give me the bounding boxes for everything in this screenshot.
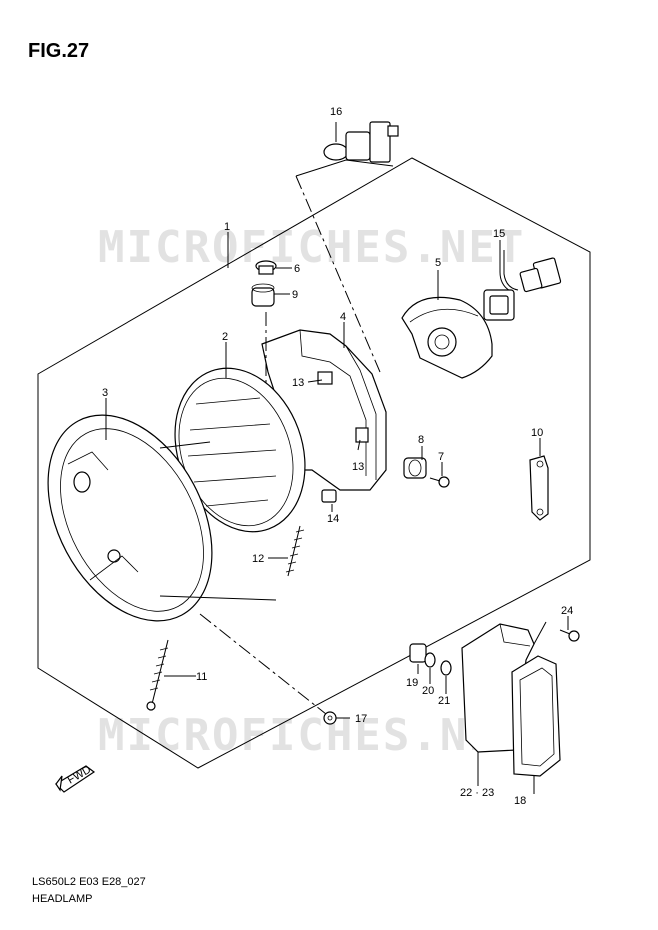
headlamp-rim [47,414,213,622]
screw-17 [323,711,337,725]
callout-24: 24 [561,605,573,617]
callout-2: 2 [222,331,228,343]
model-code: LS650L2 E03 E28_027 [32,876,146,888]
bolt-24 [559,629,580,642]
rim-tab-hole [73,471,91,493]
callout-14: 14 [327,513,339,525]
callout-9: 9 [292,289,298,301]
callout-18: 18 [514,795,526,807]
bulb-center-line [295,175,381,373]
callout-7: 7 [438,451,444,463]
watermark-top: MICROFICHES.NET [98,222,525,273]
figure-title: FIG.27 [28,40,90,62]
reflector-18 [511,655,561,777]
cushion-9 [251,283,275,307]
assembly-frame-outline [37,157,591,769]
callout-11: 11 [196,671,207,683]
washer-21 [440,660,452,676]
callout-20: 20 [422,685,434,697]
callout-4: 4 [340,311,346,323]
callout-22-23: 22 · 23 [460,787,494,799]
screw-17-center-line [199,613,327,715]
adjusting-screw-12 [285,525,305,577]
bolt-24-guide [533,621,547,645]
headlight-bulb [295,121,399,177]
callout-17: 17 [355,713,367,725]
callout-13-lower: 13 [352,461,364,473]
callout-6: 6 [294,263,300,275]
callout-19: 19 [406,677,418,689]
callout-13-upper: 13 [292,377,304,389]
nut-19 [409,643,427,663]
clip-13-upper [317,371,333,385]
callout-1: 1 [224,221,230,233]
bulb-guide [295,159,394,177]
fwd-label: FWD [66,764,94,787]
screw-14 [321,489,337,503]
callout-16: 16 [330,106,342,118]
bolt-7 [429,476,450,488]
watermark-bottom: MICROFICHES.NET [98,710,525,761]
cushion-8 [403,457,427,479]
fwd-direction-arrow: FWD [55,764,96,793]
bulb-socket-harness [483,248,562,321]
washer-20 [424,652,436,668]
callout-12: 12 [252,553,264,565]
rim-screw-guide [159,595,277,601]
callout-8: 8 [418,434,424,446]
clip-13-lower [355,427,369,443]
callout-5: 5 [435,257,441,269]
figure-caption: HEADLAMP [32,893,93,905]
rim-to-unit [159,441,211,449]
dust-cover [401,296,493,379]
callout-10: 10 [531,427,543,439]
callout-15: 15 [493,228,505,240]
callout-3: 3 [102,387,108,399]
screw-11 [146,639,169,711]
leader-13a [307,379,323,383]
grommet-bolt-6 [255,260,277,275]
leader-13b [357,439,361,451]
bracket-10 [529,455,549,521]
callout-21: 21 [438,695,450,707]
